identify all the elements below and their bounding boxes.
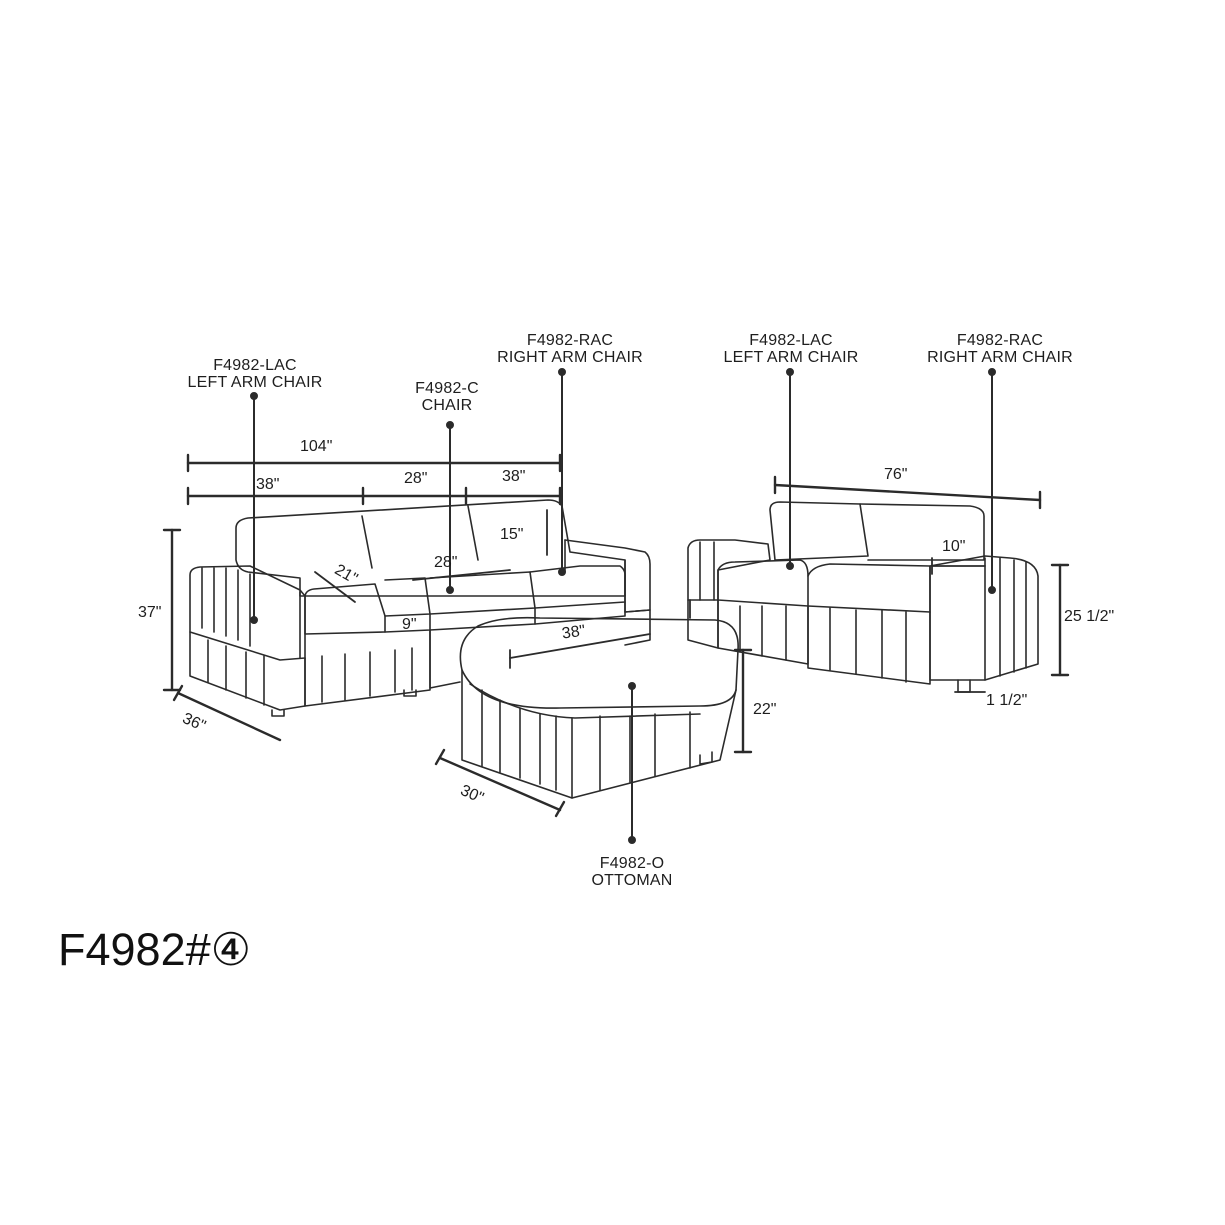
- loveseat-outline: [687, 501, 1039, 693]
- dim-back-height: 15": [500, 526, 524, 543]
- callout-sofa-left-arm-chair: F4982-LAC LEFT ARM CHAIR: [170, 357, 340, 391]
- dim-ottoman-height: 22": [753, 701, 777, 718]
- dim-sofa-left-width: 38": [256, 476, 280, 493]
- leader-lines: [250, 368, 996, 844]
- callout-code: F4982-O: [599, 855, 665, 872]
- dim-leg-height: 1 1/2": [986, 692, 1028, 709]
- callout-code: F4982-RAC: [526, 332, 614, 349]
- ottoman-outline: [459, 616, 739, 799]
- dim-ottoman-width: 38": [560, 622, 587, 643]
- callout-ottoman: F4982-O OTTOMAN: [562, 855, 702, 889]
- callout-loveseat-left-arm-chair: F4982-LAC LEFT ARM CHAIR: [703, 332, 879, 366]
- callout-name: CHAIR: [421, 397, 473, 414]
- dim-sofa-height: 37": [138, 604, 162, 621]
- dim-arm-width: 10": [942, 538, 966, 555]
- callout-code: F4982-C: [415, 380, 479, 397]
- dimension-lines: [162, 453, 1070, 818]
- callout-name: LEFT ARM CHAIR: [723, 349, 859, 366]
- callout-sofa-right-arm-chair: F4982-RAC RIGHT ARM CHAIR: [472, 332, 668, 366]
- callout-name: OTTOMAN: [591, 872, 673, 889]
- callout-code: F4982-LAC: [749, 332, 833, 349]
- dim-seat-width: 28": [434, 554, 458, 571]
- dim-sofa-center-width: 28": [404, 470, 428, 487]
- dim-loveseat-height: 25 1/2": [1064, 608, 1115, 625]
- callout-name: LEFT ARM CHAIR: [187, 374, 323, 391]
- dim-loveseat-width: 76": [884, 466, 908, 483]
- dim-sofa-total-width: 104": [300, 438, 333, 455]
- callout-name: RIGHT ARM CHAIR: [497, 349, 643, 366]
- callout-loveseat-right-arm-chair: F4982-RAC RIGHT ARM CHAIR: [902, 332, 1098, 366]
- dim-sofa-right-width: 38": [502, 468, 526, 485]
- callout-code: F4982-RAC: [956, 332, 1044, 349]
- callout-name: RIGHT ARM CHAIR: [927, 349, 1073, 366]
- callout-code: F4982-LAC: [213, 357, 297, 374]
- dim-seat-cushion: 9": [402, 616, 417, 633]
- model-number: F4982#④: [58, 924, 251, 975]
- sofa-outline: [189, 499, 651, 717]
- callout-sofa-chair: F4982-C CHAIR: [385, 380, 509, 414]
